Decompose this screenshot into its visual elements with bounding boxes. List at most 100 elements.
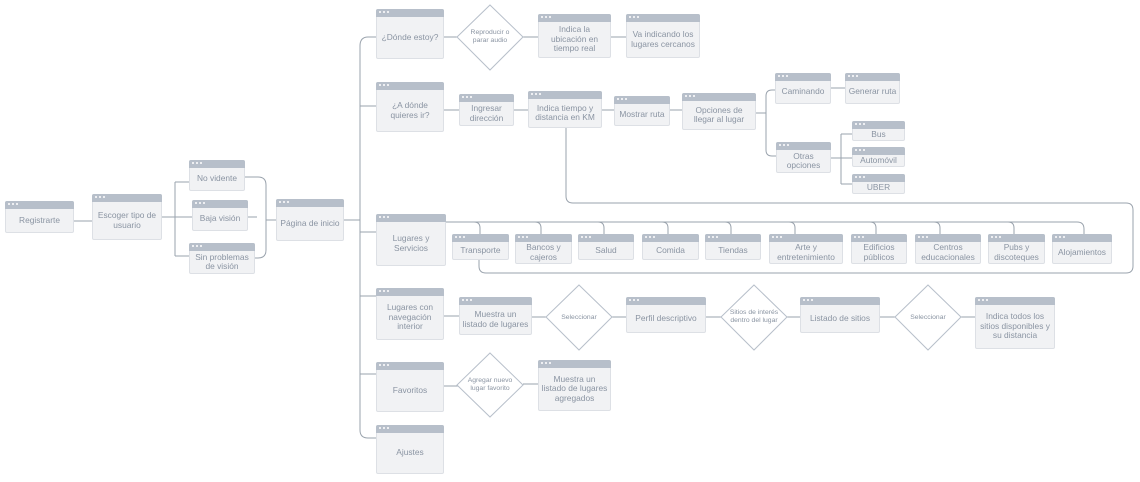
node-label: Automóvil [860, 154, 897, 165]
node-titlebar [988, 234, 1045, 242]
node-pubs-discoteques[interactable]: Pubs y discoteques [988, 234, 1045, 264]
decision-sitios-interes[interactable]: Sitios de interés dentro del lugar [729, 309, 779, 324]
node-titlebar [852, 174, 905, 182]
window-dots-icon [855, 123, 867, 126]
node-label: Generar ruta [848, 86, 897, 97]
node-label: ¿Dónde estoy? [381, 31, 439, 42]
node-sin-problemas-vision[interactable]: Sin problemas de visión [189, 243, 255, 274]
node-bancos-cajeros[interactable]: Bancos y cajeros [515, 234, 572, 264]
node-titlebar [851, 234, 907, 242]
node-pagina-inicio[interactable]: Página de inicio [276, 199, 344, 241]
node-titlebar [800, 297, 880, 305]
node-favoritos[interactable]: Favoritos [376, 362, 444, 412]
node-va-indicando[interactable]: Va indicando los lugares cercanos [626, 14, 700, 58]
window-dots-icon [1055, 236, 1067, 239]
node-donde-estoy[interactable]: ¿Dónde estoy? [376, 9, 444, 59]
node-label: Centros educacionales [921, 242, 975, 262]
node-otras-opciones[interactable]: Otras opciones [776, 142, 831, 173]
window-dots-icon [772, 236, 784, 239]
node-label: Registrarte [19, 214, 60, 225]
node-label: Alojamientos [1058, 246, 1106, 257]
window-dots-icon [541, 362, 553, 365]
node-centros-educacionales[interactable]: Centros educacionales [915, 234, 981, 264]
node-label: Indica tiempo y distancia en KM [535, 102, 595, 122]
node-a-donde-quieres-ir[interactable]: ¿A dónde quieres ir? [376, 82, 444, 132]
node-indica-ubicacion[interactable]: Indica la ubicación en tiempo real [538, 14, 611, 58]
node-titlebar [376, 362, 444, 370]
node-titlebar [775, 73, 831, 81]
window-dots-icon [192, 162, 204, 165]
node-generar-ruta[interactable]: Generar ruta [845, 73, 900, 104]
node-titlebar [452, 234, 509, 242]
node-titlebar [538, 360, 611, 368]
node-caminando[interactable]: Caminando [775, 73, 831, 104]
window-dots-icon [379, 427, 391, 430]
node-titlebar [92, 194, 162, 202]
node-mostrar-ruta[interactable]: Mostrar ruta [614, 96, 670, 126]
window-dots-icon [629, 299, 641, 302]
node-titlebar [852, 147, 905, 155]
node-automovil[interactable]: Automóvil [852, 147, 905, 167]
node-label: Indica la ubicación en tiempo real [550, 24, 599, 54]
node-label: Muestra un listado de lugares agregados [541, 373, 608, 403]
node-titlebar [642, 234, 699, 242]
node-opciones-llegar[interactable]: Opciones de llegar al lugar [682, 93, 756, 130]
node-label: Transporte [460, 244, 501, 255]
node-arte-entretenimiento[interactable]: Arte y entretenimiento [769, 234, 843, 264]
node-listado-sitios[interactable]: Listado de sitios [800, 297, 880, 333]
decision-agregar-favorito[interactable]: Agregar nuevo lugar favorito [467, 377, 513, 392]
node-titlebar [578, 234, 634, 242]
node-indica-tiempo-distancia[interactable]: Indica tiempo y distancia en KM [528, 91, 602, 128]
node-comida[interactable]: Comida [642, 234, 699, 260]
node-label: Listado de sitios [809, 312, 871, 323]
node-registrarte[interactable]: Registrarte [5, 201, 74, 233]
node-muestra-listado-lugares[interactable]: Muestra un listado de lugares [459, 297, 532, 335]
node-alojamientos[interactable]: Alojamientos [1052, 234, 1112, 264]
window-dots-icon [195, 202, 207, 205]
node-ajustes[interactable]: Ajustes [376, 425, 444, 474]
node-salud[interactable]: Salud [578, 234, 634, 260]
window-dots-icon [279, 201, 291, 204]
node-muestra-lugares-agregados[interactable]: Muestra un listado de lugares agregados [538, 360, 611, 411]
node-titlebar [1052, 234, 1112, 242]
node-label: Tiendas [718, 244, 748, 255]
node-uber[interactable]: UBER [852, 174, 905, 194]
window-dots-icon [462, 299, 474, 302]
node-perfil-descriptivo[interactable]: Perfil descriptivo [626, 297, 706, 333]
window-dots-icon [379, 84, 391, 87]
window-dots-icon [708, 236, 720, 239]
node-label: Sin problemas de visión [195, 251, 249, 271]
node-titlebar [705, 234, 761, 242]
node-bus[interactable]: Bus [852, 121, 905, 141]
node-label: UBER [866, 181, 891, 192]
node-titlebar [376, 214, 446, 222]
window-dots-icon [991, 236, 1003, 239]
node-indica-todos-sitios[interactable]: Indica todos los sitios disponibles y su… [975, 297, 1055, 349]
node-label: Otras opciones [786, 150, 821, 170]
node-tiendas[interactable]: Tiendas [705, 234, 761, 260]
decision-seleccionar-sitio[interactable]: Seleccionar [910, 314, 946, 322]
decision-seleccionar[interactable]: Seleccionar [561, 314, 597, 322]
node-transporte[interactable]: Transporte [452, 234, 509, 260]
node-titlebar [189, 160, 245, 168]
decision-reproducir-audio[interactable]: Reproducir o parar audio [470, 29, 510, 44]
node-titlebar [626, 14, 700, 22]
window-dots-icon [95, 196, 107, 199]
node-edificios-publicos[interactable]: Edificios públicos [851, 234, 907, 264]
node-label: Mostrar ruta [619, 108, 665, 119]
node-baja-vision[interactable]: Baja visión [192, 200, 248, 231]
window-dots-icon [379, 216, 391, 219]
node-escoger-tipo-usuario[interactable]: Escoger tipo de usuario [92, 194, 162, 240]
node-lugares-servicios[interactable]: Lugares y Servicios [376, 214, 446, 266]
node-titlebar [776, 142, 831, 150]
node-label: Ingresar dirección [469, 103, 504, 123]
window-dots-icon [8, 203, 20, 206]
window-dots-icon [778, 75, 790, 78]
node-ingresar-direccion[interactable]: Ingresar dirección [459, 94, 514, 126]
node-label: Lugares con navegación interior [386, 302, 434, 332]
node-no-vidente[interactable]: No vidente [189, 160, 245, 191]
node-lugares-navegacion-interior[interactable]: Lugares con navegación interior [376, 288, 444, 340]
window-dots-icon [379, 290, 391, 293]
window-dots-icon [854, 236, 866, 239]
